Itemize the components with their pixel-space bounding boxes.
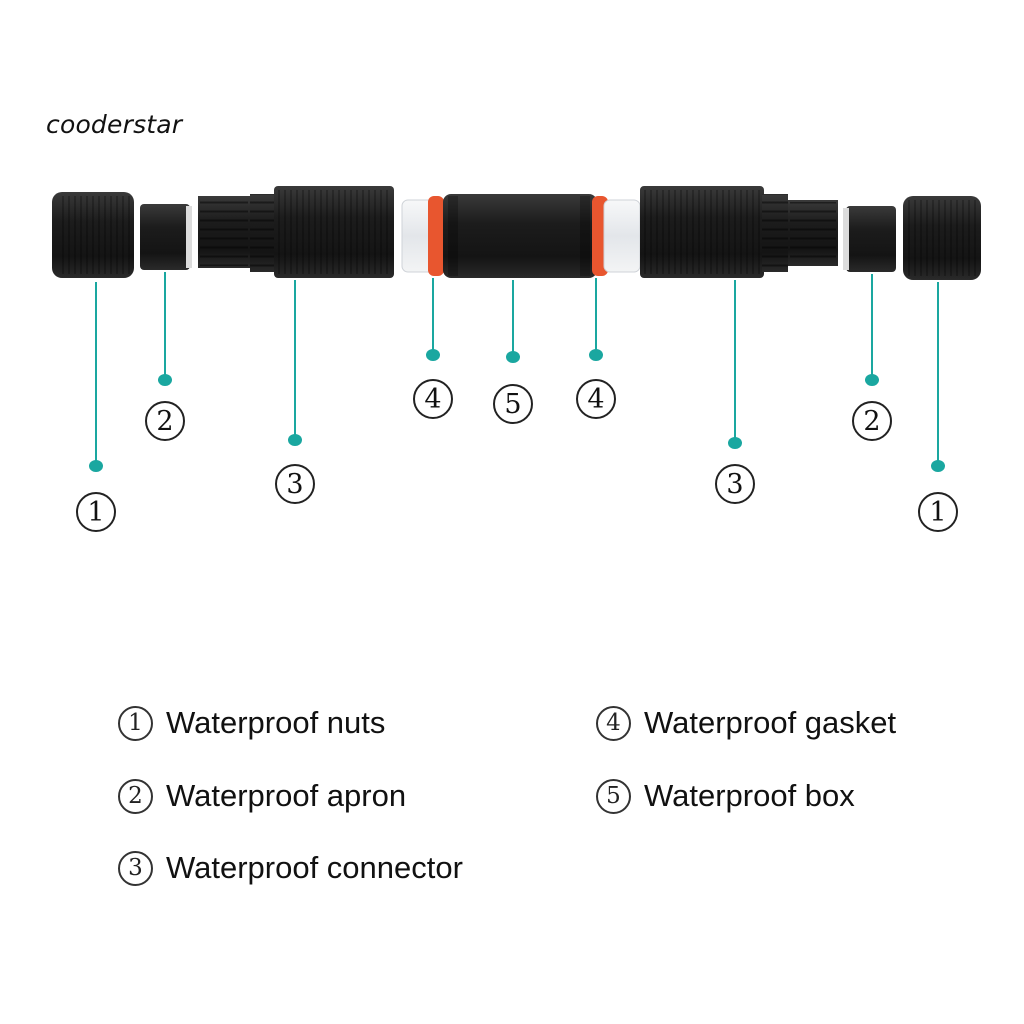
leader-dot-nut-right	[931, 460, 945, 472]
legend-number: 5	[596, 778, 631, 814]
legend-number: 3	[118, 850, 153, 886]
legend-number: 2	[118, 778, 153, 814]
legend-label: Waterproof connector	[166, 850, 463, 885]
leader-dot-box	[506, 351, 520, 363]
waterproof-nut-right	[903, 196, 981, 280]
leader-dot-nut-left	[89, 460, 103, 472]
callout-number-apron-left: 2	[145, 401, 185, 441]
callout-number-nut-left: 1	[76, 492, 116, 532]
legend-label: Waterproof gasket	[644, 705, 897, 740]
leader-lines	[89, 272, 945, 472]
legend-label: Waterproof apron	[166, 778, 407, 813]
waterproof-connector-right	[640, 186, 838, 278]
legend-item: 2 Waterproof apron	[118, 778, 406, 814]
leader-dot-apron-right	[865, 374, 879, 386]
leader-dot-apron-left	[158, 374, 172, 386]
waterproof-nut-left	[52, 192, 134, 278]
callout-number-nut-right: 1	[918, 492, 958, 532]
waterproof-box	[443, 194, 597, 278]
legend-label: Waterproof box	[644, 778, 855, 813]
brand-watermark: cooderstar	[46, 110, 183, 139]
callout-number-gasket-left: 4	[413, 379, 453, 419]
legend-item: 5 Waterproof box	[596, 778, 855, 814]
leader-dot-connector-right	[728, 437, 742, 449]
callout-number-gasket-right: 4	[576, 379, 616, 419]
leader-dot-connector-left	[288, 434, 302, 446]
legend-item: 4 Waterproof gasket	[596, 705, 896, 741]
waterproof-gasket-left	[428, 196, 444, 276]
waterproof-box-assembly	[401, 194, 641, 278]
waterproof-connector-left	[198, 186, 394, 278]
callout-number-box: 5	[493, 384, 533, 424]
callout-number-connector-right: 3	[715, 464, 755, 504]
legend-number: 4	[596, 705, 631, 741]
legend-item: 1 Waterproof nuts	[118, 705, 385, 741]
leader-dot-gasket-right	[589, 349, 603, 361]
legend-label: Waterproof nuts	[166, 705, 386, 740]
legend-number: 1	[118, 705, 153, 741]
callout-number-apron-right: 2	[852, 401, 892, 441]
callout-number-connector-left: 3	[275, 464, 315, 504]
waterproof-apron-left	[140, 204, 192, 270]
waterproof-apron-right	[843, 206, 896, 272]
legend-item: 3 Waterproof connector	[118, 850, 463, 886]
leader-dot-gasket-left	[426, 349, 440, 361]
